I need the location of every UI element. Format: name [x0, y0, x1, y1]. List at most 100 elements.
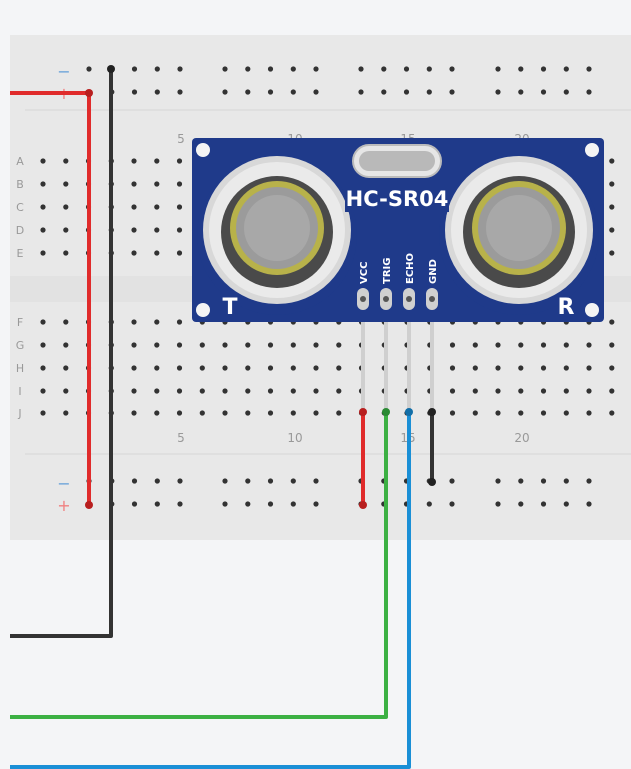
terminal-hole[interactable]	[449, 410, 456, 416]
terminal-hole[interactable]	[245, 410, 251, 416]
rail-hole[interactable]	[222, 478, 228, 484]
rail-hole[interactable]	[222, 501, 228, 507]
terminal-hole[interactable]	[313, 342, 319, 348]
rail-hole[interactable]	[449, 478, 455, 484]
rail-hole[interactable]	[267, 66, 274, 72]
terminal-hole[interactable]	[472, 388, 478, 394]
rail-hole[interactable]	[495, 478, 501, 484]
terminal-hole[interactable]	[63, 388, 69, 394]
terminal-hole[interactable]	[540, 388, 547, 394]
terminal-hole[interactable]	[518, 365, 524, 371]
rail-hole[interactable]	[403, 66, 410, 72]
terminal-hole[interactable]	[267, 388, 274, 394]
terminal-hole[interactable]	[176, 319, 183, 325]
terminal-hole[interactable]	[63, 342, 69, 348]
rail-hole[interactable]	[290, 89, 296, 95]
rail-hole[interactable]	[245, 66, 251, 72]
rail-hole[interactable]	[495, 89, 501, 95]
rail-hole[interactable]	[154, 66, 160, 72]
echo-wire[interactable]	[10, 412, 411, 769]
rail-hole[interactable]	[177, 501, 183, 507]
rail-hole[interactable]	[177, 89, 183, 95]
rail-hole[interactable]	[177, 478, 183, 484]
terminal-hole[interactable]	[199, 365, 205, 371]
rail-hole[interactable]	[358, 66, 364, 72]
terminal-hole[interactable]	[222, 410, 228, 416]
terminal-hole[interactable]	[40, 410, 46, 416]
terminal-hole[interactable]	[131, 365, 137, 371]
rail-hole[interactable]	[131, 501, 138, 507]
rail-hole[interactable]	[313, 89, 319, 95]
terminal-hole[interactable]	[472, 410, 478, 416]
rail-hole[interactable]	[403, 89, 410, 95]
terminal-hole[interactable]	[222, 388, 228, 394]
rail-hole[interactable]	[86, 66, 92, 72]
rail-hole[interactable]	[131, 66, 138, 72]
terminal-hole[interactable]	[176, 342, 183, 348]
terminal-hole[interactable]	[63, 250, 69, 256]
terminal-hole[interactable]	[267, 410, 274, 416]
terminal-hole[interactable]	[154, 250, 160, 256]
terminal-hole[interactable]	[63, 158, 69, 164]
terminal-hole[interactable]	[199, 342, 205, 348]
terminal-hole[interactable]	[63, 319, 69, 325]
terminal-hole[interactable]	[495, 365, 501, 371]
terminal-hole[interactable]	[63, 227, 69, 233]
terminal-hole[interactable]	[40, 388, 46, 394]
rail-hole[interactable]	[290, 66, 296, 72]
terminal-hole[interactable]	[154, 342, 160, 348]
terminal-hole[interactable]	[176, 388, 183, 394]
terminal-hole[interactable]	[336, 342, 342, 348]
terminal-hole[interactable]	[154, 181, 160, 187]
terminal-hole[interactable]	[609, 388, 615, 394]
rail-hole[interactable]	[290, 478, 296, 484]
terminal-hole[interactable]	[518, 410, 524, 416]
terminal-hole[interactable]	[222, 365, 228, 371]
rail-hole[interactable]	[586, 501, 592, 507]
terminal-hole[interactable]	[176, 250, 183, 256]
terminal-hole[interactable]	[176, 227, 183, 233]
terminal-hole[interactable]	[313, 410, 319, 416]
terminal-hole[interactable]	[609, 227, 615, 233]
terminal-hole[interactable]	[518, 388, 524, 394]
gnd-wire-main[interactable]	[10, 69, 113, 638]
rail-hole[interactable]	[540, 478, 547, 484]
terminal-hole[interactable]	[154, 388, 160, 394]
terminal-hole[interactable]	[563, 410, 569, 416]
rail-hole[interactable]	[267, 89, 274, 95]
terminal-hole[interactable]	[63, 181, 69, 187]
rail-hole[interactable]	[177, 66, 183, 72]
rail-hole[interactable]	[245, 478, 251, 484]
terminal-hole[interactable]	[609, 342, 615, 348]
terminal-hole[interactable]	[336, 410, 342, 416]
terminal-hole[interactable]	[40, 250, 46, 256]
terminal-hole[interactable]	[154, 365, 160, 371]
rail-hole[interactable]	[449, 501, 455, 507]
terminal-hole[interactable]	[131, 204, 137, 210]
terminal-hole[interactable]	[40, 158, 46, 164]
rail-hole[interactable]	[154, 478, 160, 484]
terminal-hole[interactable]	[176, 365, 183, 371]
hc-sr04-sensor[interactable]: HC-SR04 T R VCC TRIG ECHO GND	[192, 138, 604, 322]
rail-hole[interactable]	[313, 501, 319, 507]
terminal-hole[interactable]	[245, 388, 251, 394]
terminal-hole[interactable]	[63, 204, 69, 210]
terminal-hole[interactable]	[540, 365, 547, 371]
rail-hole[interactable]	[131, 478, 138, 484]
terminal-hole[interactable]	[245, 365, 251, 371]
terminal-hole[interactable]	[563, 388, 569, 394]
terminal-hole[interactable]	[586, 388, 592, 394]
terminal-hole[interactable]	[245, 342, 251, 348]
terminal-hole[interactable]	[495, 388, 501, 394]
rail-hole[interactable]	[586, 478, 592, 484]
terminal-hole[interactable]	[495, 342, 501, 348]
rail-hole[interactable]	[154, 89, 160, 95]
rail-hole[interactable]	[518, 89, 524, 95]
terminal-hole[interactable]	[563, 342, 569, 348]
terminal-hole[interactable]	[131, 342, 137, 348]
terminal-hole[interactable]	[131, 181, 137, 187]
terminal-hole[interactable]	[267, 342, 274, 348]
terminal-hole[interactable]	[40, 319, 46, 325]
rail-hole[interactable]	[495, 66, 501, 72]
terminal-hole[interactable]	[586, 410, 592, 416]
